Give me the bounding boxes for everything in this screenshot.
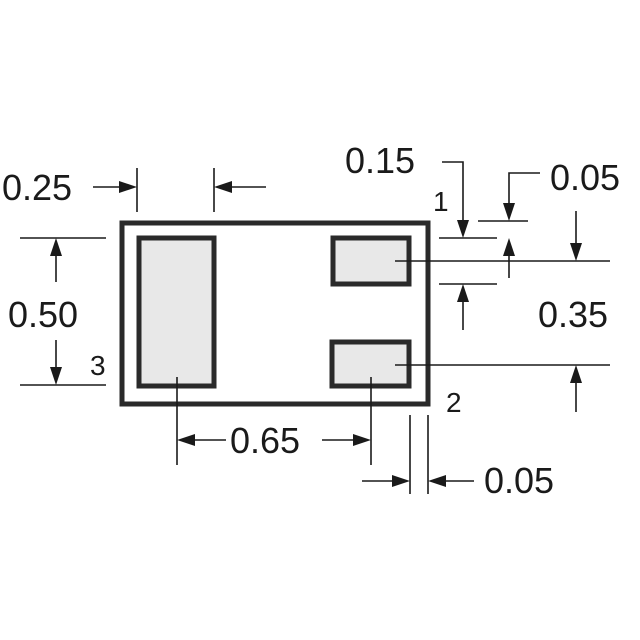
label-edge-offset-bottom: 0.05 xyxy=(484,460,554,501)
pin-1-label: 1 xyxy=(433,186,449,217)
pad-3 xyxy=(136,235,217,389)
dimension-pad-gap: 0.15 xyxy=(345,140,497,330)
label-pad-pitch: 0.35 xyxy=(538,294,608,335)
dimension-pad-height: 0.50 xyxy=(8,237,106,386)
label-center-span: 0.65 xyxy=(230,420,300,461)
label-pad-height: 0.50 xyxy=(8,294,78,335)
pin-2-label: 2 xyxy=(446,387,462,418)
label-edge-offset-top: 0.05 xyxy=(550,157,620,198)
dimension-edge-offset-top: 0.05 xyxy=(478,157,620,278)
label-pad-width: 0.25 xyxy=(2,167,72,208)
dimension-center-span: 0.65 xyxy=(176,377,372,465)
dimension-pad-pitch: 0.35 xyxy=(395,211,610,412)
dimension-pad-width: 0.25 xyxy=(2,167,266,212)
pin-3-label: 3 xyxy=(90,350,106,381)
label-pad-gap: 0.15 xyxy=(345,140,415,181)
dimension-edge-offset-bottom: 0.05 xyxy=(362,415,554,501)
